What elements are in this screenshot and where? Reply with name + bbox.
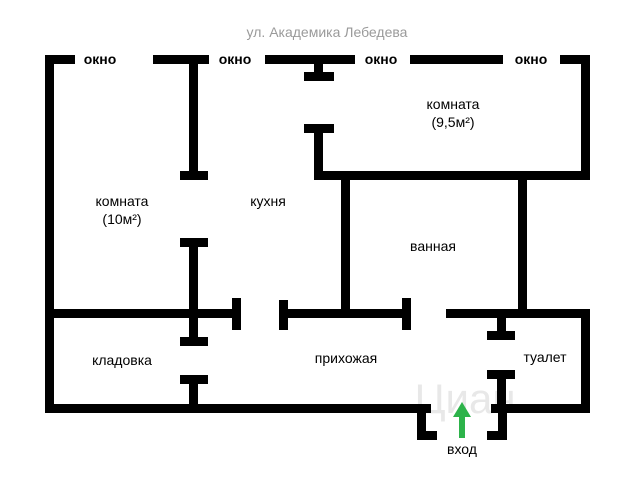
- window-label-4: окно: [515, 51, 548, 67]
- window-label-2: окно: [219, 51, 252, 67]
- toilet-label: туалет: [523, 349, 567, 365]
- bathroom-label: ванная: [410, 238, 456, 254]
- kitchen-label: кухня: [250, 193, 286, 209]
- room-left-name: комната: [96, 193, 149, 209]
- entrance-label: вход: [447, 441, 477, 457]
- walls: [45, 55, 590, 440]
- hallway-label: прихожая: [315, 350, 377, 366]
- entrance-arrow-icon: [453, 402, 471, 438]
- street-label: ул. Академика Лебедева: [247, 24, 408, 40]
- window-label-1: окно: [84, 51, 117, 67]
- room-right-area: (9,5м²): [431, 114, 474, 130]
- room-right-name: комната: [427, 96, 480, 112]
- storage-label: кладовка: [92, 352, 152, 368]
- room-left-area: (10м²): [102, 211, 141, 227]
- window-label-3: окно: [365, 51, 398, 67]
